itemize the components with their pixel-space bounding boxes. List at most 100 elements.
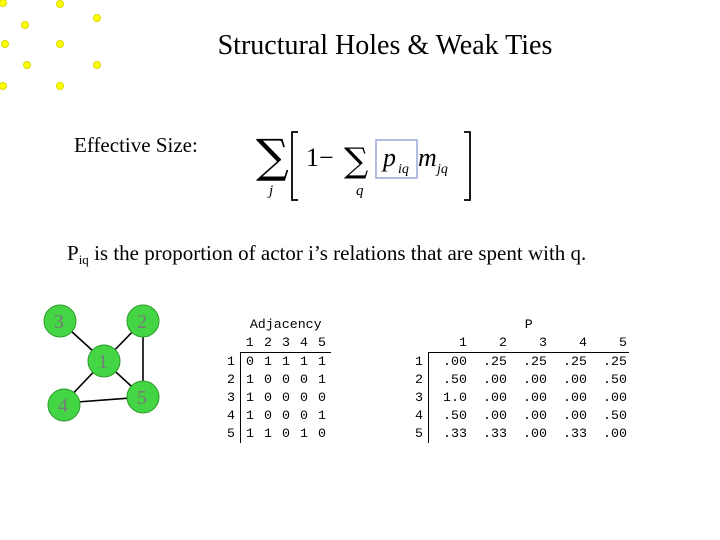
p-matrix-col-header: 2 xyxy=(469,334,509,353)
node-4 xyxy=(47,388,81,422)
p-matrix-cell: .50 xyxy=(443,408,467,423)
node-5 xyxy=(126,380,160,414)
adjacency-cell: 0 xyxy=(282,426,290,441)
adjacency-row: 1 0 1 1 1 1 xyxy=(222,352,331,371)
node-5-label: 5 xyxy=(137,387,147,409)
m-symbol: m xyxy=(418,143,437,172)
p-matrix-title: P xyxy=(524,317,533,332)
adjacency-cell: 0 xyxy=(318,390,326,405)
p-matrix-cell: .33 xyxy=(563,426,587,441)
p-matrix-cell: .50 xyxy=(443,372,467,387)
p-matrix-cell: .00 xyxy=(563,390,587,405)
adjacency-cell: 0 xyxy=(318,426,326,441)
p-matrix-row: 4 .50 .00 .00 .00 .50 xyxy=(410,407,629,425)
p-matrix-cell: .00 xyxy=(523,390,547,405)
adjacency-cell: 1 xyxy=(282,354,290,369)
p-matrix-cell: .00 xyxy=(443,354,467,369)
node-1-label: 1 xyxy=(98,351,108,373)
p-matrix-cell: .33 xyxy=(443,426,467,441)
p-matrix-cell: .00 xyxy=(563,408,587,423)
effective-size-label: Effective Size: xyxy=(74,133,198,157)
p-matrix-cell: .50 xyxy=(603,408,627,423)
p-matrix-cell: .00 xyxy=(563,372,587,387)
p-matrix-row: 2 .50 .00 .00 .00 .50 xyxy=(410,371,629,389)
adjacency-col-header: 3 xyxy=(277,334,295,353)
p-matrix-row: 1 .00 .25 .25 .25 .25 xyxy=(410,352,629,371)
p-matrix-cell: .25 xyxy=(523,354,547,369)
p-matrix-row-label: 3 xyxy=(410,389,429,407)
adjacency-row-label: 2 xyxy=(222,371,241,389)
p-matrix-col-header: 3 xyxy=(509,334,549,353)
adjacency-cell: 1 xyxy=(264,426,272,441)
adjacency-cell: 1 xyxy=(246,372,254,387)
p-matrix-row: 5 .33 .33 .00 .33 .00 xyxy=(410,425,629,443)
p-matrix-col-header: 1 xyxy=(428,334,469,353)
adjacency-cell: 1 xyxy=(264,354,272,369)
adjacency-cell: 1 xyxy=(246,426,254,441)
adjacency-col-header: 1 xyxy=(240,334,259,353)
adjacency-cell: 0 xyxy=(282,408,290,423)
node-3 xyxy=(43,304,77,338)
adjacency-row-label: 1 xyxy=(222,352,241,371)
node-4-label: 4 xyxy=(58,395,68,417)
p-matrix-cell: .25 xyxy=(563,354,587,369)
p-matrix-cell: .33 xyxy=(483,426,507,441)
node-1 xyxy=(87,344,121,378)
node-3-label: 3 xyxy=(54,311,64,333)
adjacency-cell: 1 xyxy=(246,390,254,405)
adjacency-cell: 1 xyxy=(318,372,326,387)
p-matrix-cell: .25 xyxy=(603,354,627,369)
adjacency-row-label: 3 xyxy=(222,389,241,407)
p-matrix-row-label: 5 xyxy=(410,425,429,443)
definition-subscript: iq xyxy=(78,252,89,267)
adjacency-row-label: 4 xyxy=(222,407,241,425)
inner-sum-symbol: ∑ xyxy=(344,141,368,181)
one-minus: 1− xyxy=(306,143,334,172)
adjacency-cell: 1 xyxy=(300,354,308,369)
m-subscript: jq xyxy=(435,162,448,177)
p-matrix-cell: 1.0 xyxy=(443,390,467,405)
slide-title: Structural Holes & Weak Ties xyxy=(217,30,553,61)
p-matrix-cell: .00 xyxy=(483,372,507,387)
definition-text: is the proportion of actor i’s relations… xyxy=(88,241,587,265)
adjacency-row: 5 1 1 0 1 0 xyxy=(222,425,331,443)
p-matrix-row-label: 4 xyxy=(410,407,429,425)
outer-sum-index: j xyxy=(267,183,273,199)
adjacency-matrix: Adjacency 1 2 3 4 5 1 0 1 1 1 1 2 1 0 0 … xyxy=(222,316,331,443)
p-matrix-cell: .00 xyxy=(523,408,547,423)
p-matrix-col-header: 4 xyxy=(549,334,589,353)
adjacency-col-header: 4 xyxy=(295,334,313,353)
p-matrix-row: 3 1.0 .00 .00 .00 .00 xyxy=(410,389,629,407)
adjacency-cell: 0 xyxy=(300,390,308,405)
adjacency-cell: 0 xyxy=(282,390,290,405)
adjacency-cell: 0 xyxy=(300,372,308,387)
adjacency-cell: 1 xyxy=(318,408,326,423)
network-graph: 3 2 1 4 5 xyxy=(43,304,160,422)
decorative-dots xyxy=(0,0,101,90)
p-matrix-cell: .25 xyxy=(483,354,507,369)
p-matrix-row-label: 1 xyxy=(410,352,429,371)
p-matrix-cell: .50 xyxy=(603,372,627,387)
node-2-label: 2 xyxy=(137,311,147,333)
p-matrix: P 1 2 3 4 5 1 .00 .25 .25 .25 .25 2 .50 … xyxy=(410,316,629,443)
adjacency-cell: 0 xyxy=(300,408,308,423)
adjacency-cell: 0 xyxy=(246,354,254,369)
adjacency-title: Adjacency xyxy=(249,317,322,332)
p-matrix-cell: .00 xyxy=(483,408,507,423)
piq-definition: Piq is the proportion of actor i’s relat… xyxy=(67,241,586,268)
adjacency-col-header: 5 xyxy=(313,334,331,353)
p-matrix-cell: .00 xyxy=(523,372,547,387)
adjacency-cell: 1 xyxy=(246,408,254,423)
adjacency-cell: 0 xyxy=(264,390,272,405)
p-subscript: iq xyxy=(398,162,409,177)
definition-p: P xyxy=(67,241,79,265)
effective-size-formula: ∑ j 1− ∑ q p iq m jq xyxy=(256,129,471,201)
p-symbol: p xyxy=(381,143,396,172)
right-bracket xyxy=(464,131,471,201)
outer-sum-symbol: ∑ xyxy=(256,129,289,183)
node-2 xyxy=(126,304,160,338)
p-matrix-col-header: 5 xyxy=(589,334,629,353)
piq-highlight-box xyxy=(375,139,418,179)
p-matrix-cell: .00 xyxy=(483,390,507,405)
p-matrix-cell: .00 xyxy=(603,426,627,441)
